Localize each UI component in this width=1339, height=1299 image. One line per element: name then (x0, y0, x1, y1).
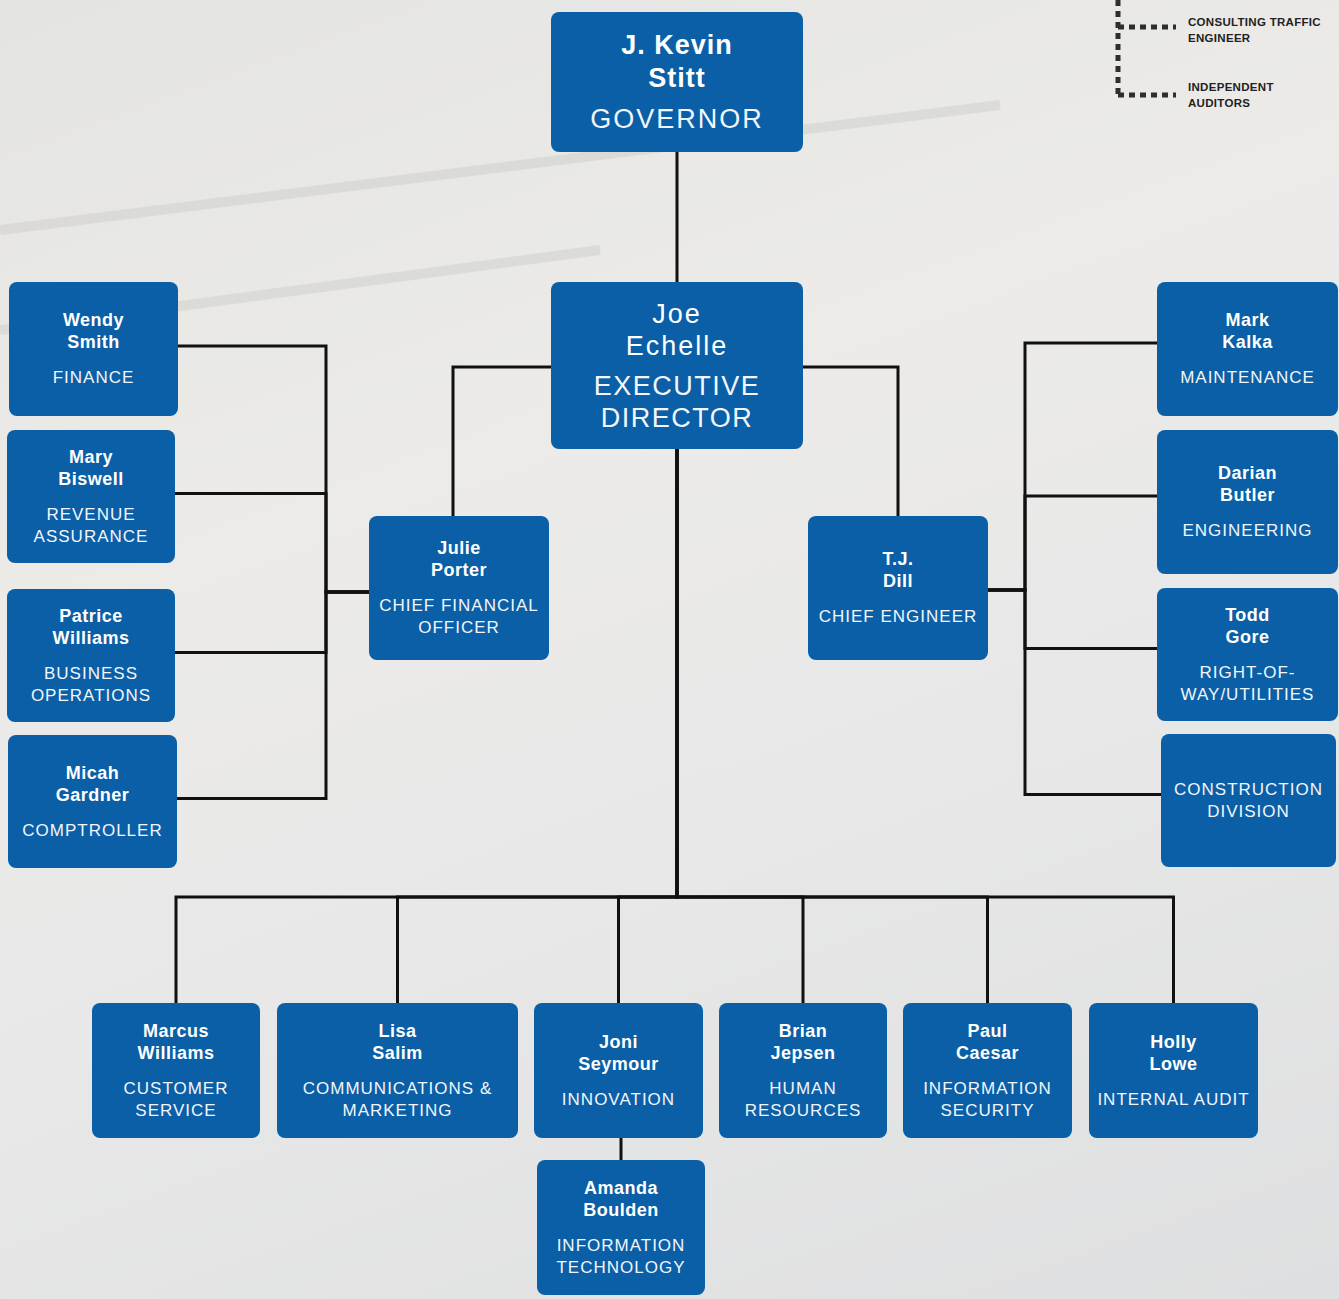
org-box: Todd GoreRIGHT-OF-WAY/UTILITIES (1157, 588, 1338, 721)
side-note: CONSULTING TRAFFIC ENGINEER (1188, 14, 1336, 46)
reporting-line (175, 592, 369, 653)
reporting-line (803, 367, 898, 516)
org-box: Holly LoweINTERNAL AUDIT (1089, 1003, 1258, 1138)
org-box: CONSTRUCTION DIVISION (1161, 734, 1336, 867)
org-box: Brian JepsenHUMAN RESOURCES (719, 1003, 887, 1138)
role-title: INNOVATION (562, 1089, 675, 1111)
person-name: Joni Seymour (578, 1031, 659, 1075)
person-name: Joe Echelle (626, 298, 729, 362)
role-title: HUMAN RESOURCES (724, 1078, 882, 1122)
person-name: Mary Biswell (58, 446, 124, 490)
org-box: Joni SeymourINNOVATION (534, 1003, 703, 1138)
org-box: Patrice WilliamsBUSINESS OPERATIONS (7, 589, 175, 722)
person-name: Todd Gore (1225, 604, 1270, 648)
role-title: RIGHT-OF-WAY/UTILITIES (1162, 662, 1333, 706)
dashed-bracket (1118, 0, 1176, 95)
reporting-line (176, 449, 677, 1003)
role-title: CONSTRUCTION DIVISION (1166, 779, 1331, 823)
person-name: J. Kevin Stitt (607, 29, 747, 95)
org-box: J. Kevin StittGOVERNOR (551, 12, 803, 152)
org-box: Mark KalkaMAINTENANCE (1157, 282, 1338, 416)
person-name: Lisa Salim (372, 1020, 423, 1064)
org-box: Joe EchelleEXECUTIVE DIRECTOR (551, 282, 803, 449)
role-title: ENGINEERING (1182, 520, 1312, 542)
role-title: CUSTOMER SERVICE (97, 1078, 255, 1122)
reporting-line (620, 1138, 623, 1160)
role-title: EXECUTIVE DIRECTOR (594, 370, 761, 434)
person-name: Brian Jepsen (770, 1020, 835, 1064)
person-name: Amanda Boulden (583, 1177, 658, 1221)
reporting-line (988, 590, 1161, 795)
role-title: COMMUNICATIONS & MARKETING (282, 1078, 513, 1122)
person-name: Darian Butler (1218, 462, 1277, 506)
org-box: Marcus WilliamsCUSTOMER SERVICE (92, 1003, 260, 1138)
org-box: Mary BiswellREVENUE ASSURANCE (7, 430, 175, 563)
org-box: Amanda BouldenINFORMATION TECHNOLOGY (537, 1160, 705, 1295)
side-note: INDEPENDENT AUDITORS (1188, 79, 1336, 111)
person-name: Paul Caesar (956, 1020, 1019, 1064)
role-title: GOVERNOR (590, 103, 764, 136)
org-box: Lisa SalimCOMMUNICATIONS & MARKETING (277, 1003, 518, 1138)
role-title: REVENUE ASSURANCE (12, 504, 170, 548)
reporting-line (177, 592, 369, 799)
reporting-line (677, 449, 988, 1003)
org-box: Micah GardnerCOMPTROLLER (8, 735, 177, 868)
reporting-line (677, 449, 803, 1003)
role-title: COMPTROLLER (22, 820, 162, 842)
role-title: CHIEF ENGINEER (819, 606, 978, 628)
org-box: Paul CaesarINFORMATION SECURITY (903, 1003, 1072, 1138)
reporting-line (988, 590, 1157, 649)
org-box: Darian ButlerENGINEERING (1157, 430, 1338, 574)
reporting-line (453, 367, 551, 516)
role-title: BUSINESS OPERATIONS (12, 663, 170, 707)
org-box: Wendy SmithFINANCE (9, 282, 178, 416)
role-title: INFORMATION TECHNOLOGY (542, 1235, 700, 1279)
reporting-line (677, 449, 1174, 1003)
person-name: Holly Lowe (1150, 1031, 1198, 1075)
person-name: Marcus Williams (138, 1020, 215, 1064)
reporting-line (619, 449, 678, 1003)
org-box: Julie PorterCHIEF FINANCIAL OFFICER (369, 516, 549, 660)
role-title: INFORMATION SECURITY (908, 1078, 1067, 1122)
person-name: Mark Kalka (1222, 309, 1273, 353)
reporting-line (988, 496, 1157, 590)
role-title: FINANCE (53, 367, 135, 389)
role-title: MAINTENANCE (1180, 367, 1315, 389)
reporting-line (175, 494, 369, 593)
role-title: CHIEF FINANCIAL OFFICER (374, 595, 544, 639)
reporting-line (178, 346, 369, 592)
person-name: T.J. Dill (882, 548, 913, 592)
person-name: Micah Gardner (56, 762, 130, 806)
reporting-line (676, 152, 679, 282)
person-name: Wendy Smith (63, 309, 124, 353)
person-name: Julie Porter (431, 537, 487, 581)
org-box: T.J. DillCHIEF ENGINEER (808, 516, 988, 660)
person-name: Patrice Williams (53, 605, 130, 649)
reporting-line (988, 343, 1157, 590)
role-title: INTERNAL AUDIT (1097, 1089, 1249, 1111)
